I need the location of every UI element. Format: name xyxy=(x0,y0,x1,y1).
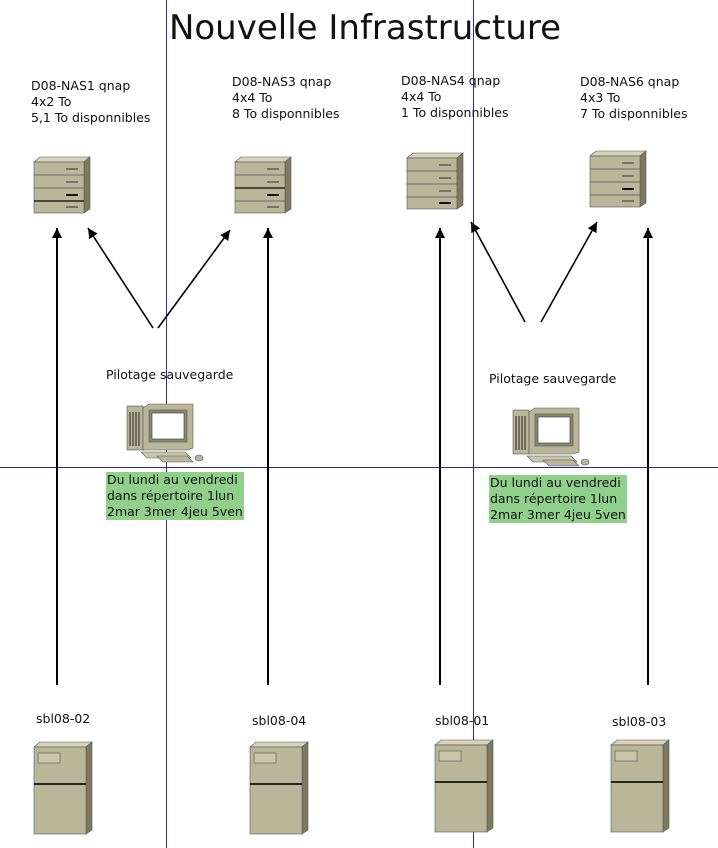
nas-unit-1-icon xyxy=(33,156,91,214)
arrow-pilot2-to-nas4 xyxy=(470,221,526,323)
server-label-sbl08-03: sbl08-03 xyxy=(612,714,667,729)
server-tower-sbl08-01-icon xyxy=(434,739,494,833)
note-line: 2mar 3mer 4jeu 5ven xyxy=(490,507,626,522)
workstation-1-icon xyxy=(126,403,204,463)
note-line: dans répertoire 1lun xyxy=(107,488,235,503)
nas-disks: 4x3 To xyxy=(580,90,621,105)
nas-3-label: D08-NAS3 qnap 4x4 To 8 To disponnibles xyxy=(232,74,340,122)
guide-line-horizontal xyxy=(0,467,718,468)
nas-name: D08-NAS6 qnap xyxy=(580,74,680,89)
nas-name: D08-NAS3 qnap xyxy=(232,74,332,89)
pilot-1-label: Pilotage sauvegarde xyxy=(106,367,234,382)
page-title: Nouvelle Infrastructure xyxy=(168,8,562,48)
nas-disks: 4x4 To xyxy=(232,90,273,105)
server-tower-sbl08-04-icon xyxy=(249,741,309,835)
nas-disks: 4x2 To xyxy=(31,94,72,109)
nas-6-label: D08-NAS6 qnap 4x3 To 7 To disponnibles xyxy=(580,74,688,122)
nas-unit-3-icon xyxy=(234,156,292,214)
nas-free: 7 To disponnibles xyxy=(580,106,688,121)
nas-1-label: D08-NAS1 qnap 4x2 To 5,1 To disponnibles xyxy=(31,78,150,126)
schedule-note-1: Du lundi au vendredi dans répertoire 1lu… xyxy=(106,472,244,520)
note-line: Du lundi au vendredi xyxy=(490,475,621,490)
guide-line-vertical-right xyxy=(473,0,474,848)
server-label-sbl08-01: sbl08-01 xyxy=(435,713,490,728)
nas-unit-4-icon xyxy=(406,152,464,210)
arrow-pilot2-to-nas6 xyxy=(540,221,598,323)
note-line: 2mar 3mer 4jeu 5ven xyxy=(107,504,243,519)
workstation-2-icon xyxy=(512,407,590,467)
nas-free: 1 To disponnibles xyxy=(401,105,509,120)
nas-4-label: D08-NAS4 qnap 4x4 To 1 To disponnibles xyxy=(401,73,509,121)
nas-free: 8 To disponnibles xyxy=(232,106,340,121)
server-tower-sbl08-03-icon xyxy=(610,739,670,833)
server-label-sbl08-02: sbl08-02 xyxy=(36,711,91,726)
arrow-pilot1-to-nas1 xyxy=(87,227,154,329)
note-line: Du lundi au vendredi xyxy=(107,472,238,487)
note-line: dans répertoire 1lun xyxy=(490,491,618,506)
nas-disks: 4x4 To xyxy=(401,89,442,104)
nas-name: D08-NAS4 qnap xyxy=(401,73,501,88)
arrow-pilot1-to-nas3 xyxy=(157,229,231,329)
server-label-sbl08-04: sbl08-04 xyxy=(252,713,307,728)
nas-free: 5,1 To disponnibles xyxy=(31,110,151,125)
server-tower-sbl08-02-icon xyxy=(33,741,93,835)
nas-unit-6-icon xyxy=(589,150,647,208)
pilot-2-label: Pilotage sauvegarde xyxy=(489,371,617,386)
schedule-note-2: Du lundi au vendredi dans répertoire 1lu… xyxy=(489,475,627,523)
nas-name: D08-NAS1 qnap xyxy=(31,78,131,93)
